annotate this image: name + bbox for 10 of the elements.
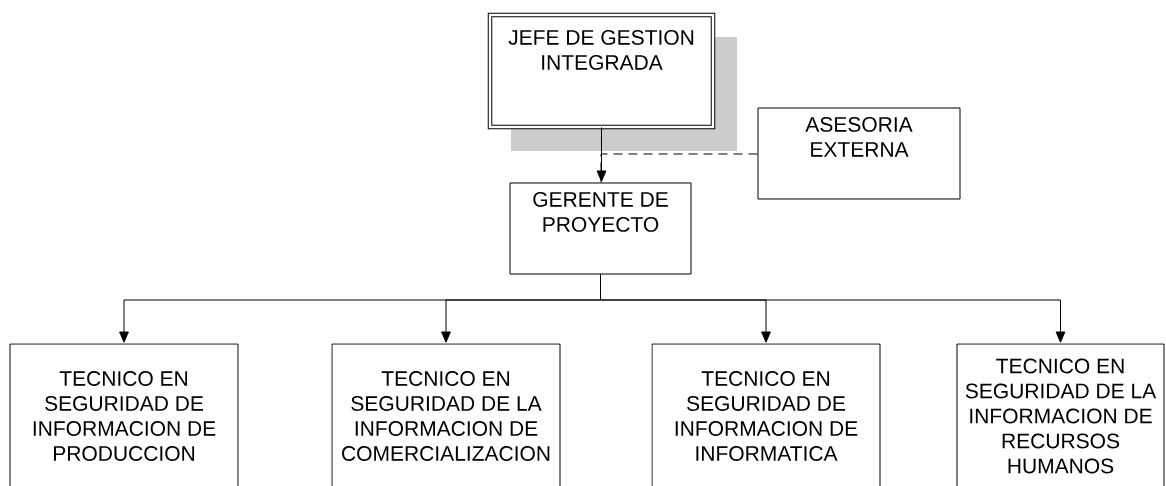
staff-box: TECNICO EN SEGURIDAD DE INFORMACION DE PRODUCCION xyxy=(9,343,239,486)
staff-box: TECNICO EN SEGURIDAD DE INFORMACION DE INFORMATICA xyxy=(651,343,881,486)
manager-box: GERENTE DE PROYECTO xyxy=(509,182,692,275)
advisor-box: ASESORIA EXTERNA xyxy=(757,107,961,200)
staff-box: TECNICO EN SEGURIDAD DE LA INFORMACION DE RECURSOS HUMANOS xyxy=(956,343,1165,486)
staff-box: TECNICO EN SEGURIDAD DE LA INFORMACION DE COMERCIALIZACION xyxy=(331,343,561,486)
connector xyxy=(600,153,758,183)
connector xyxy=(600,274,1066,343)
connector xyxy=(596,127,607,182)
manager-box: JEFE DE GESTION INTEGRADA xyxy=(487,12,716,130)
